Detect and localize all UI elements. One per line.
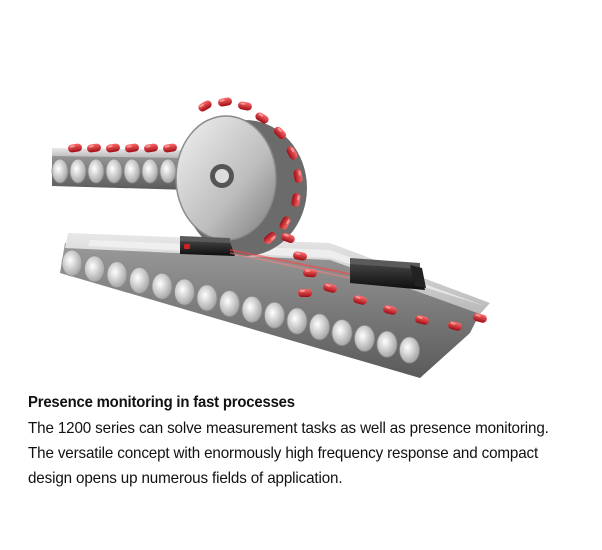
roller — [309, 313, 330, 341]
roller — [331, 319, 353, 347]
roller — [123, 158, 141, 184]
star-wheel — [175, 97, 307, 256]
roller — [151, 272, 173, 300]
roller — [106, 261, 128, 289]
roller — [105, 158, 123, 184]
wheel-product — [286, 146, 298, 160]
wheel-product — [255, 112, 269, 124]
lower-conveyor — [60, 233, 490, 378]
upper-product — [144, 143, 158, 153]
roller — [264, 301, 285, 329]
roller — [174, 278, 195, 306]
lower-product — [415, 315, 429, 325]
roller — [61, 249, 83, 277]
roller — [376, 330, 398, 358]
wheel-product — [279, 216, 291, 230]
roller — [141, 158, 159, 184]
roller — [286, 307, 308, 335]
wheel-product — [238, 101, 252, 111]
upper-conveyor — [51, 148, 190, 190]
wheel-product — [293, 169, 303, 183]
upper-product — [87, 143, 101, 153]
falling-product — [293, 251, 307, 261]
upper-product — [125, 143, 139, 153]
lower-products — [323, 283, 487, 331]
upper-product — [106, 143, 120, 153]
wheel-product — [291, 193, 301, 207]
upper-products — [68, 143, 177, 153]
lower-product — [383, 305, 397, 315]
roller — [84, 255, 105, 283]
roller — [87, 158, 105, 184]
falling-product — [298, 289, 312, 297]
lower-product — [353, 295, 367, 305]
caption: Presence monitoring in fast processes Th… — [28, 394, 588, 491]
lower-product — [448, 321, 462, 331]
roller — [129, 266, 150, 294]
roller — [241, 295, 263, 323]
laser-sensor-left — [180, 236, 235, 256]
wheel-product — [198, 100, 212, 112]
laser-sensor-right — [350, 258, 426, 290]
roller — [354, 324, 375, 352]
wheel-product — [218, 97, 232, 107]
roller — [219, 290, 240, 318]
conveyor-presence-monitoring-illustration — [51, 97, 490, 378]
lower-product — [473, 313, 487, 323]
roller — [51, 158, 69, 184]
caption-title: Presence monitoring in fast processes — [28, 394, 295, 411]
roller — [399, 336, 420, 364]
laser-beams — [229, 249, 351, 279]
wheel-product — [263, 232, 277, 244]
upper-product — [163, 143, 177, 153]
roller — [196, 284, 218, 312]
roller — [69, 158, 87, 184]
wheel-product — [273, 126, 287, 140]
falling-product — [281, 232, 295, 244]
roller — [159, 158, 177, 184]
upper-product — [68, 143, 82, 153]
lower-product — [323, 283, 337, 293]
caption-body: The 1200 series can solve measurement ta… — [28, 420, 549, 487]
